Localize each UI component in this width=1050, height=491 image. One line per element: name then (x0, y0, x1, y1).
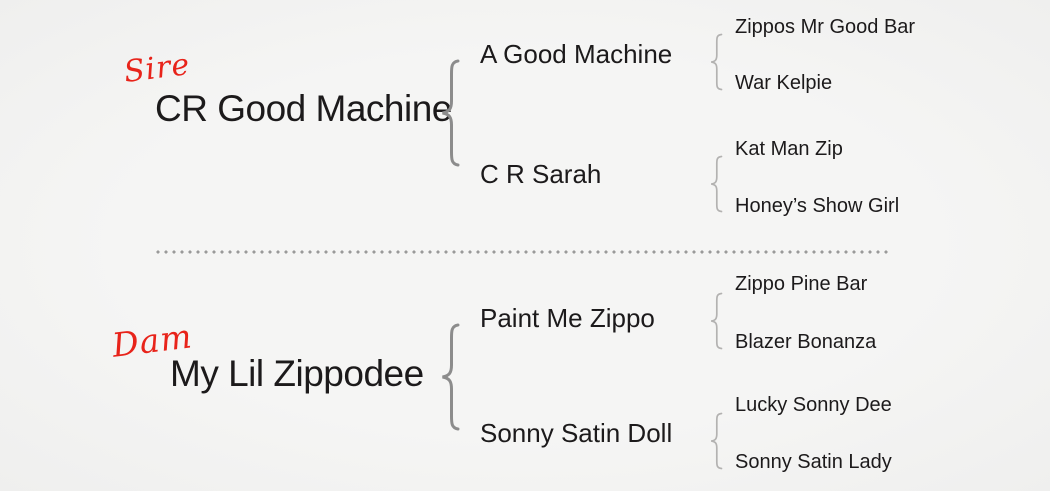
sire-grandparent-name: Zippos Mr Good Bar (735, 16, 916, 38)
dam-grandparent-name: Blazer Bonanza (735, 331, 877, 353)
brace-small-icon (708, 33, 725, 91)
dam-grandparent-name: Zippo Pine Bar (735, 273, 868, 295)
sire-sire-name: A Good Machine (480, 39, 673, 69)
brace-large-sire-icon (438, 59, 463, 167)
dam-grandparent-name: Lucky Sonny Dee (735, 394, 892, 416)
dam-dam-name: Sonny Satin Doll (480, 418, 673, 448)
sire-dam-name: C R Sarah (480, 159, 602, 189)
sire-grandparent-name: War Kelpie (735, 72, 833, 94)
dotted-divider (154, 249, 890, 255)
dam-sire-name: Paint Me Zippo (480, 303, 655, 333)
dam-grandparent-name: Sonny Satin Lady (735, 451, 892, 473)
brace-small-icon (708, 292, 725, 350)
brace-small-icon (708, 155, 725, 213)
dam-name: My Lil Zippodee (170, 353, 424, 394)
sire-grandparent-name: Honey’s Show Girl (735, 195, 900, 217)
sire-grandparent-name: Kat Man Zip (735, 138, 843, 160)
sire-name: CR Good Machine (155, 88, 452, 129)
brace-large-dam-icon (438, 323, 463, 431)
sire-label: Sire (122, 47, 193, 90)
brace-small-icon (708, 412, 725, 470)
